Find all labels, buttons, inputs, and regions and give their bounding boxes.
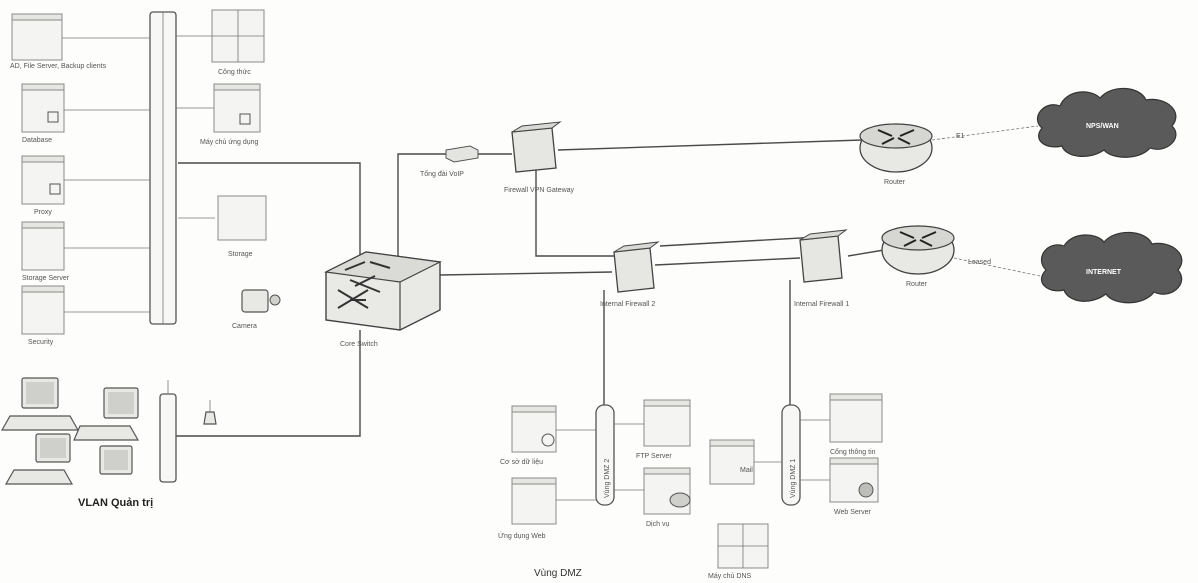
- dmz-server-web-label: Web Server: [834, 509, 871, 516]
- server-db-label: Database: [22, 137, 52, 144]
- link-core-fw2: [439, 271, 613, 276]
- link-router-cloud-top: [931, 125, 1039, 141]
- dmz-server-mail: Mail: [709, 439, 782, 485]
- dmz-server-db-label: Cơ sở dữ liệu: [500, 458, 543, 466]
- server-cong-thuc-label: Công thức: [218, 69, 251, 76]
- cloud-bottom: INTERNET: [1040, 231, 1183, 304]
- core-switch-label: Core Switch: [340, 341, 378, 348]
- router-bottom-label: Router: [906, 281, 928, 288]
- dmz-pole-1: Vùng DMZ 1: [781, 404, 801, 506]
- dmz-server-ftp: FTP Server: [614, 399, 691, 460]
- top-servers: Công thức Máy chủ ứng dụng: [176, 9, 265, 146]
- server-proxy: Proxy: [21, 155, 150, 216]
- firewall-2-label: Internal Firewall 2: [600, 301, 655, 308]
- link-fw1-aux: [659, 236, 819, 247]
- server-db: Database: [21, 83, 150, 144]
- dmz-label: Vùng DMZ: [534, 568, 582, 579]
- dmz-server-web: Web Server: [800, 457, 879, 516]
- dmz-server-dns: Máy chủ DNS: [708, 523, 769, 580]
- top-line-tag: E1: [956, 133, 965, 140]
- dmz-pole-2: Vùng DMZ 2: [595, 404, 615, 506]
- firewall-1-label: Internal Firewall 1: [794, 301, 849, 308]
- server-app: Máy chủ ứng dụng: [176, 83, 261, 146]
- dmz-server-web-app: Ứng dụng Web: [498, 477, 596, 540]
- pc-2: [73, 387, 140, 441]
- server-storage-label: Storage Server: [22, 275, 70, 282]
- server-security-label: Security: [28, 339, 54, 346]
- vlan-switch: [159, 380, 177, 483]
- dmz-server-ftp-label: FTP Server: [636, 453, 672, 460]
- voip-device: Tổng đài VoIP: [420, 145, 479, 178]
- router-bottom: Router: [881, 225, 955, 288]
- pc-4: [99, 445, 133, 475]
- router-top-label: Router: [884, 179, 906, 186]
- dmz-server-portal-label: Cổng thông tin: [830, 448, 876, 456]
- pc-3: [4, 433, 74, 485]
- server-proxy-label: Proxy: [34, 209, 52, 216]
- voip-label: Tổng đài VoIP: [420, 170, 464, 178]
- storage-device: Storage: [217, 195, 267, 258]
- firewall-vpn-label: Firewall VPN Gateway: [504, 187, 575, 194]
- camera-label: Camera: [232, 323, 257, 330]
- camera-device: Camera: [232, 289, 281, 330]
- core-switch: Core Switch: [323, 251, 443, 348]
- dmz-server-dns-label: Máy chủ DNS: [708, 572, 752, 580]
- link-vpnfw-fw2: [535, 168, 614, 257]
- bottom-line-tag: Leased: [968, 259, 991, 266]
- server-cong-thuc: Công thức: [176, 9, 265, 76]
- link-fw1-router-bottom: [847, 249, 885, 257]
- server-security: Security: [21, 285, 150, 346]
- firewall-2: Internal Firewall 2: [600, 241, 660, 308]
- cloud-bottom-label: INTERNET: [1086, 269, 1122, 276]
- dmz-server-service-label: Dịch vụ: [646, 521, 669, 528]
- link-router-cloud-bottom: [953, 257, 1041, 277]
- link-vlan-core: [176, 330, 361, 437]
- dmz-server-web-app-label: Ứng dụng Web: [498, 531, 546, 540]
- link-fw2-fw1: [654, 257, 801, 266]
- link-core-voip: [397, 153, 446, 258]
- dmz-server-mail-label: Mail: [740, 467, 753, 474]
- dmz-server-db: Cơ sở dữ liệu: [500, 405, 596, 466]
- wifi-ap: [203, 400, 217, 425]
- firewall-vpn: Firewall VPN Gateway: [504, 121, 575, 194]
- dmz-pole-2-label: Vùng DMZ 2: [604, 459, 611, 498]
- vlan-label: VLAN Quản trị: [78, 497, 153, 509]
- dmz-pole-1-label: Vùng DMZ 1: [790, 459, 797, 498]
- pc-1: [0, 377, 80, 431]
- router-top: Router: [859, 123, 933, 186]
- storage-label: Storage: [228, 251, 253, 258]
- firewall-1: Internal Firewall 1: [794, 229, 849, 308]
- link-backbone-core: [178, 162, 361, 262]
- server-app-label: Máy chủ ứng dụng: [200, 138, 258, 146]
- vlan-workstations: [0, 377, 140, 485]
- cloud-top: NPS/WAN: [1036, 87, 1177, 158]
- server-ad: AD, File Server, Backup clients: [10, 13, 150, 70]
- server-storage: Storage Server: [21, 221, 150, 282]
- server-ad-label: AD, File Server, Backup clients: [10, 63, 107, 70]
- left-servers: AD, File Server, Backup clients Database…: [10, 13, 150, 346]
- dmz-server-service: Dịch vụ: [614, 467, 691, 528]
- cloud-top-label: NPS/WAN: [1086, 123, 1119, 130]
- dmz-server-portal: Cổng thông tin: [800, 393, 883, 456]
- link-vpnfw-router-top: [557, 139, 863, 151]
